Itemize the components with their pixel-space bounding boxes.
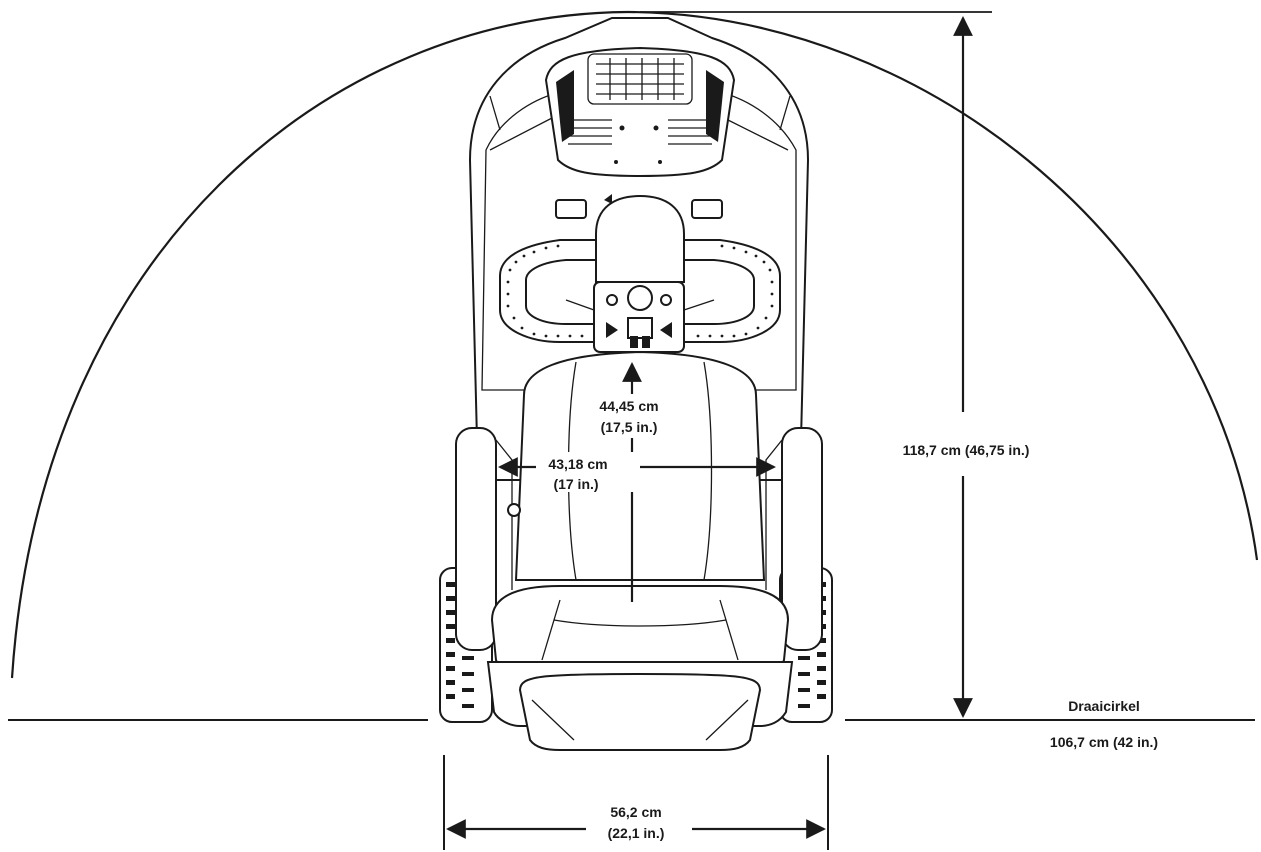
turning-circle-label: Draaicirkel — [1068, 698, 1140, 714]
width-label-in: (22,1 in.) — [608, 825, 665, 841]
height-label: 118,7 cm (46,75 in.) — [903, 442, 1030, 458]
turning-circle-arc — [10, 10, 1259, 679]
seat-width-label-in: (17 in.) — [553, 476, 598, 492]
front-grille — [544, 46, 736, 178]
width-label-cm: 56,2 cm — [610, 804, 661, 820]
seat-depth-label-in: (17,5 in.) — [601, 419, 658, 435]
rear-bag — [518, 672, 762, 751]
mower-top-view — [439, 17, 833, 751]
seat-depth-label-cm: 44,45 cm — [599, 398, 658, 414]
turning-circle-value: 106,7 cm (42 in.) — [1050, 734, 1158, 750]
seat-width-label-cm: 43,18 cm — [548, 456, 607, 472]
